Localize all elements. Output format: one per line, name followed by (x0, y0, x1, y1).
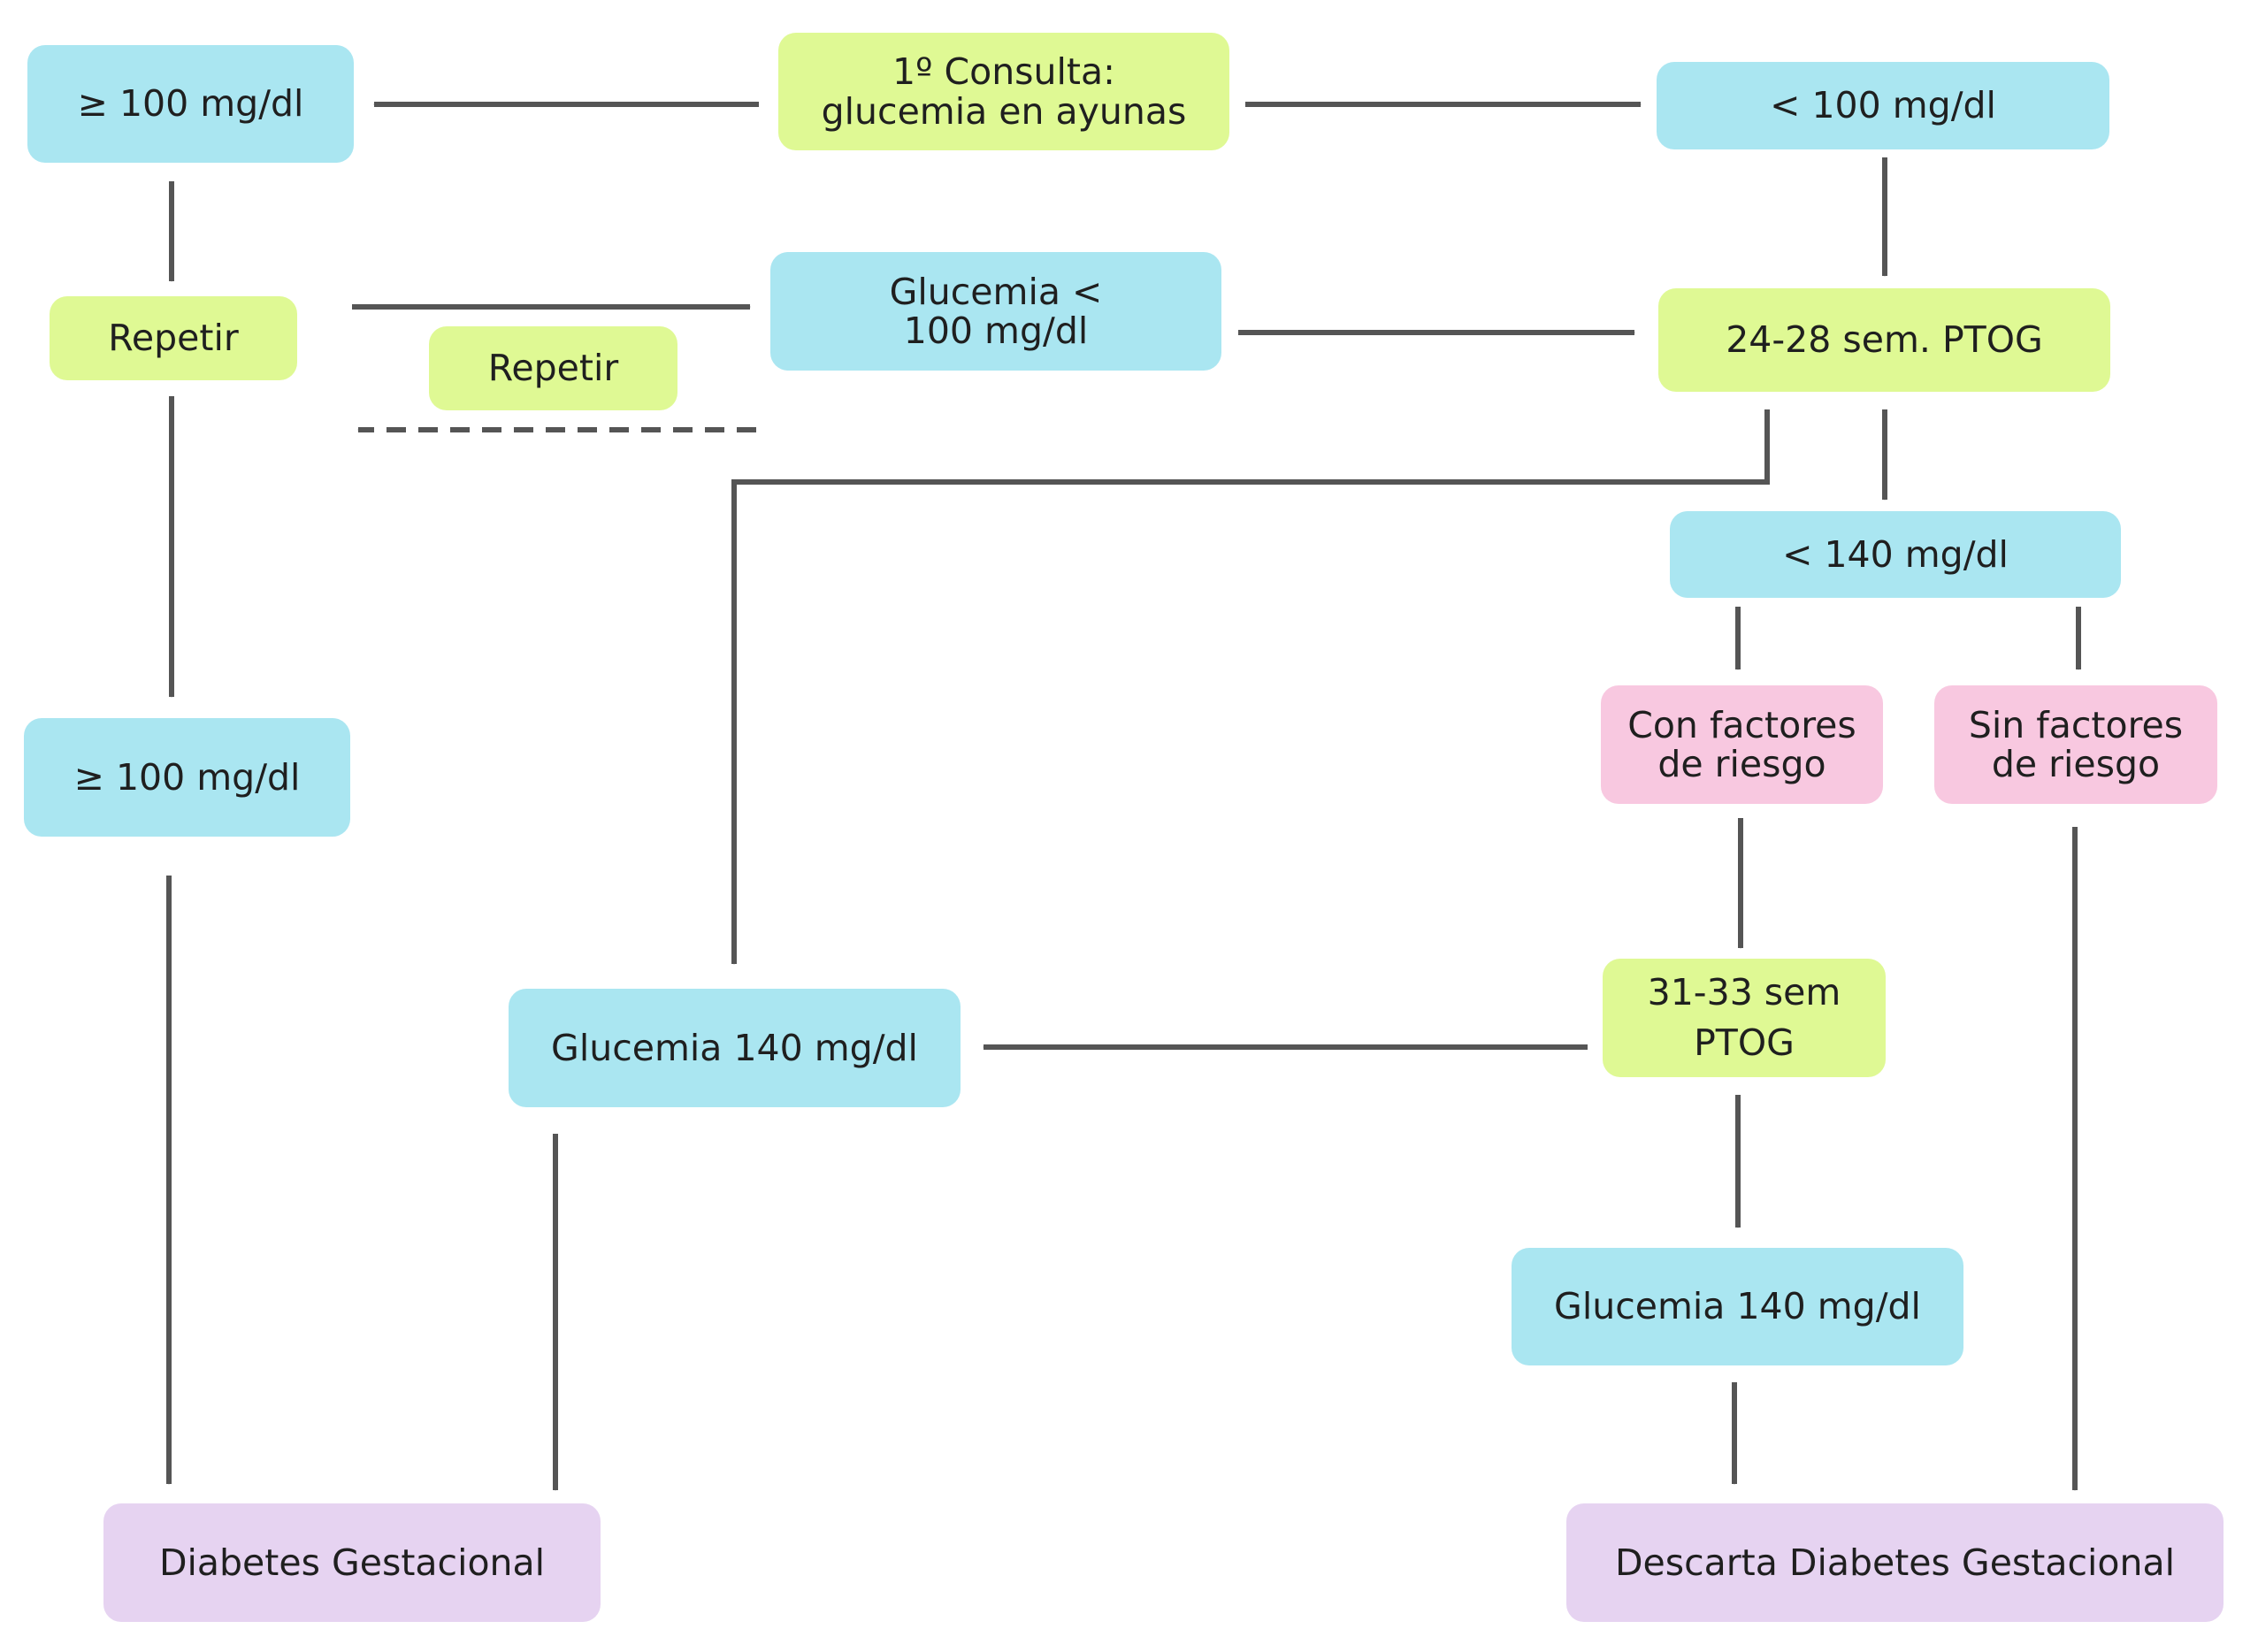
node-lt100-top: < 100 mg/dl (1657, 62, 2109, 149)
node-sin-factores: Sin factores de riesgo (1934, 685, 2217, 804)
node-diabetes-gestacional: Diabetes Gestacional (103, 1503, 601, 1622)
node-ge100-mid: ≥ 100 mg/dl (24, 718, 350, 837)
node-con-factores: Con factores de riesgo (1601, 685, 1883, 804)
node-glucemia-lt100: Glucemia < 100 mg/dl (770, 252, 1221, 371)
node-repetir-mid: Repetir (429, 326, 677, 410)
node-repetir-left: Repetir (50, 296, 297, 380)
node-glucemia140-mid: Glucemia 140 mg/dl (509, 989, 961, 1107)
node-ge100-top: ≥ 100 mg/dl (27, 45, 354, 163)
node-descarta-diabetes: Descarta Diabetes Gestacional (1566, 1503, 2224, 1622)
node-lt140: < 140 mg/dl (1670, 511, 2121, 598)
node-glucemia140-right: Glucemia 140 mg/dl (1512, 1248, 1963, 1365)
node-ptog-31-33: 31-33 sem PTOG (1603, 959, 1886, 1077)
node-ptog-24-28: 24-28 sem. PTOG (1658, 288, 2110, 392)
node-first-consult: 1º Consulta: glucemia en ayunas (778, 33, 1229, 150)
arrow-ptog-to-glucemia140-mid (731, 409, 1770, 965)
